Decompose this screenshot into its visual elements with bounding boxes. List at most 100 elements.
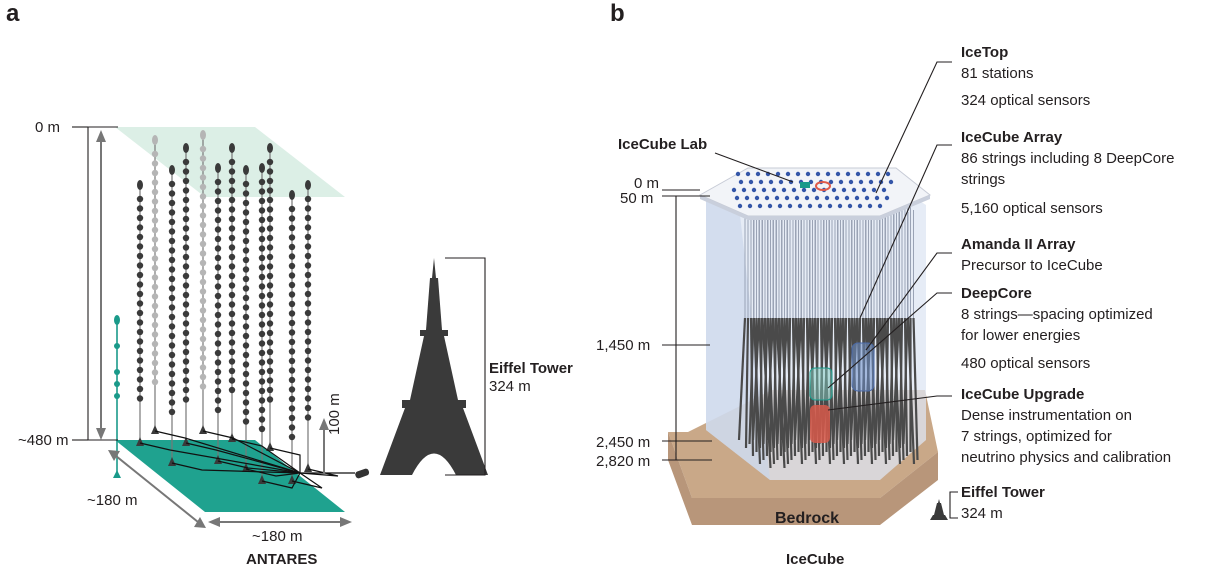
optical-module — [151, 283, 159, 291]
optical-module — [266, 215, 274, 223]
buoy — [229, 143, 235, 153]
icecube-string — [794, 212, 804, 465]
optical-module — [199, 316, 207, 324]
optical-module — [214, 311, 222, 319]
icetop-station-dot — [838, 179, 844, 185]
deepcore-region — [809, 367, 833, 401]
panel-letter-b: b — [610, 0, 625, 27]
optical-module — [288, 357, 296, 365]
icetop-station-dot — [748, 179, 754, 185]
optical-module — [182, 329, 190, 337]
optical-module — [304, 262, 312, 269]
optical-module — [304, 357, 312, 364]
optical-module — [136, 195, 144, 203]
optical-module — [199, 212, 207, 219]
optical-module — [182, 291, 190, 299]
amanda-text: Precursor to IceCube — [961, 257, 1103, 274]
optical-module — [242, 228, 250, 235]
optical-module — [288, 405, 296, 412]
cable — [171, 462, 301, 474]
antares-diagram — [72, 126, 488, 528]
optical-module — [214, 340, 222, 347]
icecube-string — [744, 204, 750, 449]
optical-module — [288, 386, 296, 393]
icetop-station-dot — [815, 171, 821, 177]
optical-module — [199, 269, 207, 276]
optical-module — [168, 380, 176, 387]
icetop-station-dot — [787, 203, 793, 209]
optical-module — [242, 199, 250, 207]
optical-module — [266, 187, 274, 194]
icecube-upgrade-region — [810, 405, 830, 443]
optical-module — [266, 168, 274, 175]
optical-module — [151, 236, 159, 243]
optical-module — [258, 273, 266, 281]
depth-scale — [662, 189, 712, 461]
icetop-station-dot — [858, 179, 864, 185]
optical-module — [304, 214, 312, 222]
icetop-station-dot — [801, 187, 807, 193]
optical-module — [228, 158, 236, 166]
icetop-station-dot — [864, 195, 870, 201]
icetop-station-dot — [857, 203, 863, 209]
optical-module — [136, 385, 144, 393]
optical-module — [182, 310, 190, 318]
optical-module — [151, 302, 159, 310]
optical-module — [151, 198, 159, 205]
optical-module — [199, 307, 207, 314]
icetop-station-dot — [867, 203, 873, 209]
optical-module — [242, 180, 250, 188]
optical-module — [288, 291, 296, 298]
optical-module — [136, 233, 144, 241]
optical-module — [151, 350, 159, 357]
optical-module — [136, 357, 144, 364]
optical-module — [258, 321, 266, 328]
optical-module — [258, 235, 266, 243]
optical-module — [288, 348, 296, 355]
width-arrow-bottom — [208, 517, 352, 527]
optical-module — [258, 349, 266, 357]
junction-box — [355, 468, 370, 479]
optical-module — [242, 370, 250, 378]
cable — [139, 442, 301, 474]
instrumentation-line — [113, 315, 121, 478]
optical-module — [199, 259, 207, 267]
optical-module — [242, 209, 250, 216]
icetop-station-dot — [781, 187, 787, 193]
optical-module — [242, 389, 250, 397]
optical-module — [228, 358, 236, 365]
eiffel-tower-a — [380, 258, 488, 475]
optical-module — [182, 339, 190, 346]
optical-module — [288, 272, 296, 279]
antares-string — [288, 190, 296, 484]
icecube-string — [780, 212, 790, 465]
width-label-bottom: ~180 m — [252, 528, 303, 545]
optical-module — [151, 255, 159, 262]
depth-50m: 50 m — [620, 190, 654, 207]
icetop-station-dot — [754, 195, 760, 201]
optical-module — [182, 196, 190, 204]
icecube-string — [752, 212, 762, 465]
icecube-string — [786, 210, 793, 461]
icetop-station-dot — [868, 179, 874, 185]
buoy — [137, 180, 143, 190]
optical-module — [288, 367, 296, 374]
optical-module — [304, 395, 312, 402]
antares-string — [182, 143, 190, 446]
optical-module — [228, 282, 236, 289]
optical-module — [266, 301, 274, 308]
optical-module — [304, 205, 312, 212]
icetop-station-dot — [831, 187, 837, 193]
icetop-station-dot — [784, 195, 790, 201]
icecube-diagram — [662, 61, 958, 525]
icecube-string — [761, 214, 772, 469]
optical-module — [199, 383, 207, 390]
optical-module — [266, 310, 274, 318]
height-100m-label: 100 m — [326, 393, 343, 435]
icetop-station-dot — [774, 195, 780, 201]
optical-module — [228, 177, 236, 185]
icetop-station-dot — [785, 171, 791, 177]
icecube-string — [875, 208, 881, 457]
central-marker — [815, 181, 831, 191]
optical-module — [228, 263, 236, 270]
